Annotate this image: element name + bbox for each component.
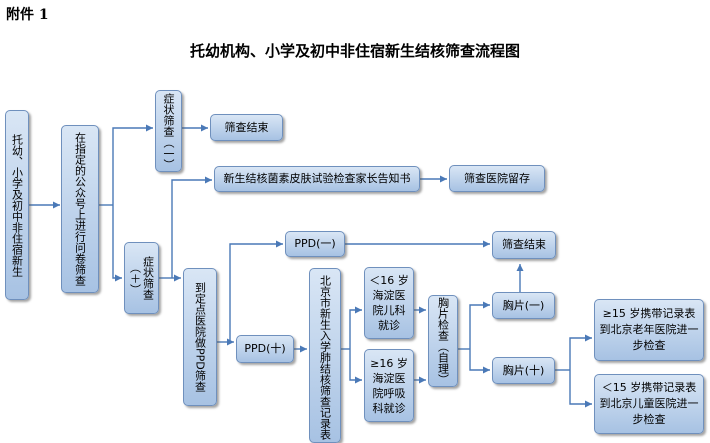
edge-to-ppdneg	[229, 240, 283, 342]
edge-fork-symptom1	[112, 124, 153, 205]
node-under16-pediatrics: ＜16 岁海淀医院儿科就诊	[364, 267, 414, 339]
node-parent-notice: 新生结核菌素皮肤试验检查家长告知书	[214, 166, 420, 192]
edge-to-xrayneg	[469, 301, 490, 349]
edge-to-notice	[171, 176, 212, 278]
node-screening-record: 北京市新生入学肺结核筛查记录表	[309, 268, 341, 443]
node-xray-negative: 胸片(一)	[492, 292, 555, 319]
node-over15-referral: ≥15 岁携带记录表到北京老年医院进一步检查	[594, 299, 704, 361]
node-symptom-screen-neg: 症状筛查（一）	[155, 90, 182, 172]
node-inquiry: 在指定的公众号上进行问卷筛查	[61, 125, 99, 293]
edge-to-over15	[569, 334, 592, 370]
edge-to-under15	[569, 370, 592, 408]
flowchart-title: 托幼机构、小学及初中非住宿新生结核筛查流程图	[189, 42, 520, 60]
edge-fork-symptomplus	[112, 205, 122, 282]
node-root: 托幼、小学及初中非住宿新生	[5, 110, 29, 300]
node-ppd-negative: PPD(一)	[285, 231, 345, 257]
edge-to-xraypos	[469, 349, 490, 374]
edge-to-under16a	[349, 306, 362, 349]
node-screen-end-2: 筛查结束	[492, 231, 556, 259]
node-xray-check: 胸片检查（自理）	[428, 295, 458, 387]
node-ppd-positive: PPD(十)	[236, 335, 294, 363]
node-ppd-screening: 到定点医院做PPD筛查	[183, 268, 217, 406]
node-over16-respiratory: ≥16 岁海淀医院呼吸科就诊	[364, 349, 414, 422]
edge-to-under16b	[349, 349, 362, 384]
attachment-label: 附件 1	[6, 7, 49, 23]
node-under15-referral: ＜15 岁携带记录表到北京儿童医院进一步检查	[594, 374, 704, 434]
node-screen-end-1: 筛查结束	[210, 114, 283, 141]
node-symptom-screen-pos: 症状筛查（＋）	[124, 242, 159, 314]
node-archive: 筛查医院留存	[449, 165, 545, 192]
node-xray-positive: 胸片(十)	[492, 357, 555, 384]
